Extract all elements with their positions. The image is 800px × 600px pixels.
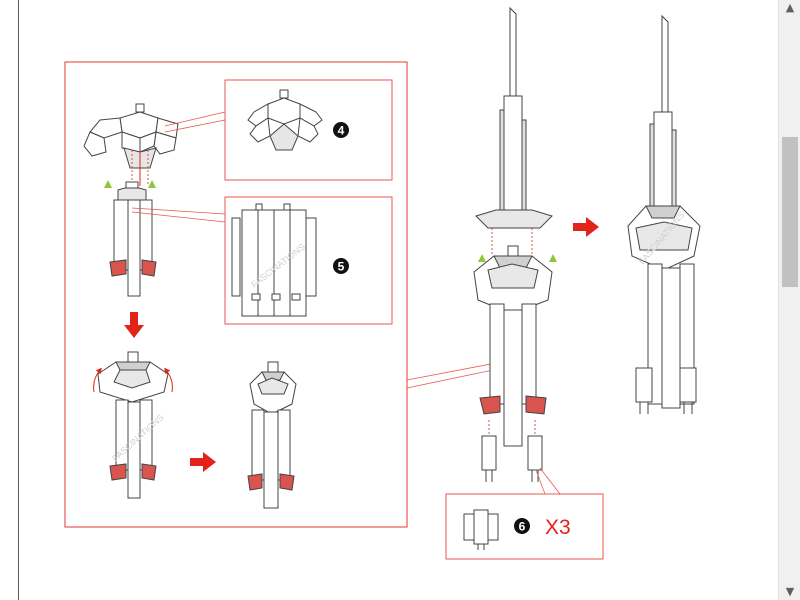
folding-top-piece [83,103,179,186]
step-5-number: 5 [338,260,345,274]
document-viewer: 4 [18,0,701,600]
chevron-up-icon[interactable]: ▲ [785,1,795,14]
step-4-badge [333,122,349,138]
step-6-quantity: X3 [545,516,571,539]
assembled-tower-small [247,361,297,509]
scrollbar-thumb[interactable] [782,137,798,287]
folding-assembly [97,351,169,499]
step-4-5-frame [64,61,408,528]
step-6-badge [514,518,530,534]
align-triangle-right [549,254,557,262]
down-arrow [124,312,144,338]
instruction-page: 4 [64,6,701,560]
align-triangle-right [148,180,156,188]
vertical-scrollbar[interactable]: ▲ ▼ [778,0,800,600]
step-6-box: 6 X3 [445,493,604,560]
align-triangle-left [478,254,486,262]
final-tower [627,14,701,414]
right-arrow [190,452,216,472]
step-6-number: 6 [519,520,526,534]
tower-body-part [109,181,157,297]
step-5-badge [333,258,349,274]
step-4-box: 4 [224,79,393,181]
right-arrow [573,217,599,237]
chevron-down-icon[interactable]: ▼ [785,585,795,598]
center-tower-exploded [473,6,553,482]
step-4-number: 4 [338,124,345,138]
align-triangle-left [104,180,112,188]
step-5-box: FASCINATIONS 5 [224,196,393,325]
page-left-edge [18,0,19,600]
